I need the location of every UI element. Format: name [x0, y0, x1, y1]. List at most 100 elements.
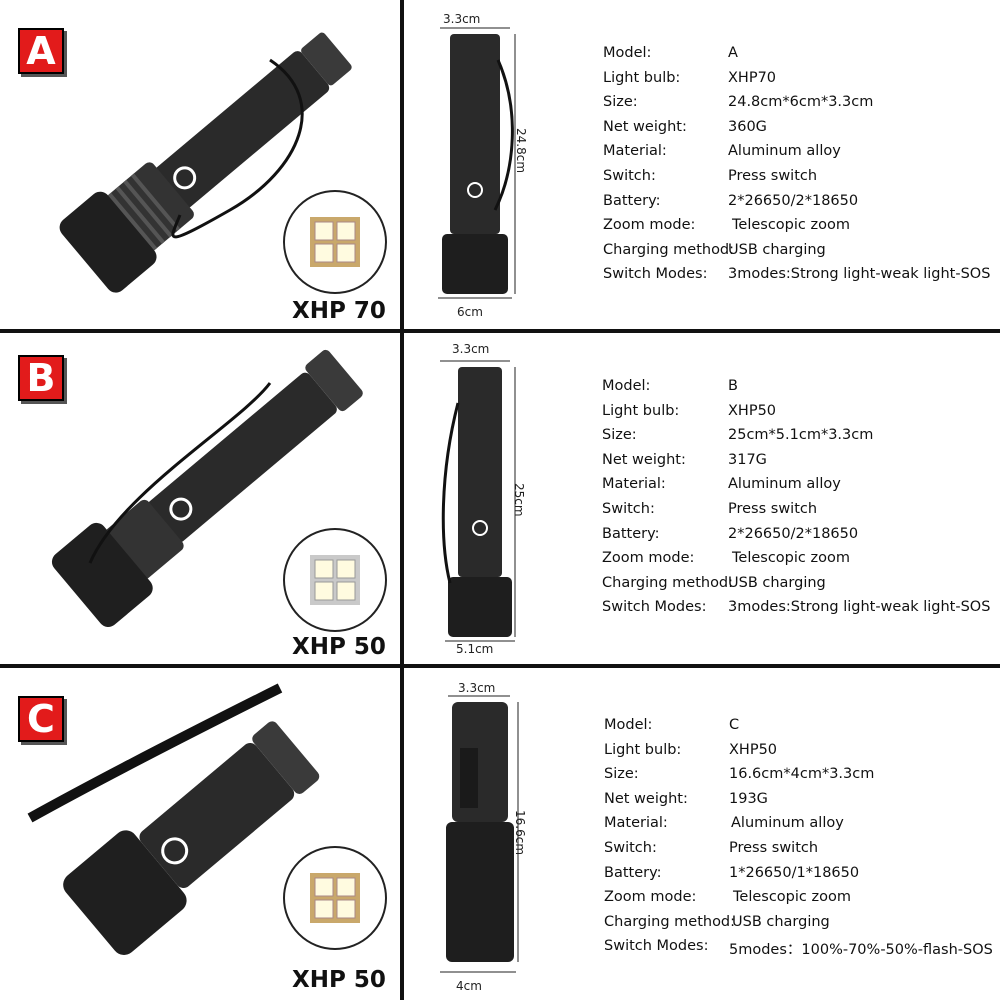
spec-value: XHP70: [728, 69, 777, 86]
model-badge: B: [18, 355, 64, 401]
spec-list: Model:A Light bulb:XHP70 Size:24.8cm*6cm…: [603, 45, 993, 291]
flashlight-a-photo: [59, 32, 352, 293]
spec-value: Aluminum alloy: [731, 815, 844, 832]
led-chip-circle: [283, 528, 387, 632]
led-chip-icon: [310, 555, 360, 605]
spec-key: Model:: [602, 378, 651, 394]
spec-row: Switch Modes:5modes：100%-70%-50%-flash-S…: [604, 938, 996, 963]
spec-key: Light bulb:: [604, 741, 682, 758]
product-row-a: A XHP 70: [0, 0, 1000, 329]
led-chip-icon: [310, 217, 360, 267]
row-divider-1: [0, 329, 1000, 333]
spec-key: Switch:: [604, 839, 657, 856]
spec-value: Aluminum alloy: [728, 476, 841, 493]
spec-row: Charging method:USB charging: [602, 575, 992, 600]
spec-list: Model: B Light bulb:XHP50 Size: 25cm*5.1cm…: [602, 378, 992, 624]
spec-value: 2*26650/2*18650: [728, 525, 859, 542]
spec-row: Model:A: [603, 45, 993, 70]
spec-row: Switch: Press switch: [603, 168, 993, 193]
flashlight-b-photo: [51, 349, 363, 627]
spec-value: B: [728, 378, 738, 394]
spec-key: Switch:: [603, 167, 656, 184]
spec-key: Battery:: [602, 525, 660, 542]
spec-key: Size:: [604, 766, 639, 783]
flashlight-b-vertical: [440, 360, 516, 642]
spec-value: 25cm*5.1cm*3.3cm: [728, 427, 874, 444]
spec-key: Material:: [603, 143, 667, 160]
dim-bottom: 4cm: [456, 979, 482, 993]
spec-value: Press switch: [729, 839, 819, 856]
spec-row: Material: Aluminum alloy: [602, 476, 992, 501]
spec-value: USB charging: [728, 574, 826, 591]
spec-row: Zoom mode: Telescopic zoom: [603, 217, 993, 242]
led-chip-icon: [310, 873, 360, 923]
spec-value: 1*26650/1*18650: [729, 864, 860, 881]
spec-value: 3modes:Strong light-weak light-SOS: [728, 599, 991, 616]
spec-value: Telescopic zoom: [733, 889, 851, 906]
spec-key: Light bulb:: [602, 402, 680, 419]
spec-key: Charging method:: [603, 241, 735, 258]
spec-row: Net weight:193G: [604, 791, 996, 816]
dim-top: 3.3cm: [452, 342, 490, 356]
spec-value: 5modes：100%-70%-50%-flash-SOS: [729, 942, 993, 959]
spec-value: USB charging: [732, 913, 830, 930]
spec-key: Model:: [603, 45, 652, 61]
dim-bottom: 6cm: [457, 305, 483, 319]
flashlight-c-photo: [27, 683, 320, 955]
spec-row: Light bulb:XHP50: [602, 403, 992, 428]
spec-key: Model:: [604, 717, 653, 733]
spec-value: 16.6cm*4cm*3.3cm: [729, 766, 875, 783]
spec-row: Net weight:317G: [602, 452, 992, 477]
spec-key: Switch Modes:: [602, 599, 707, 616]
spec-row: Charging method:USB charging: [604, 914, 996, 939]
product-row-c: C XHP 50 3.3cm 16.6cm 4cm Model:C Li: [0, 668, 1000, 1000]
spec-key: Light bulb:: [603, 69, 681, 86]
spec-list: Model:C Light bulb:XHP50 Size: 16.6cm*4cm…: [604, 717, 996, 963]
spec-key: Charging method:: [604, 913, 736, 930]
dim-bottom: 5.1cm: [456, 642, 494, 656]
spec-value: Telescopic zoom: [732, 217, 850, 234]
spec-key: Size:: [602, 427, 637, 444]
spec-row: Zoom mode: Telescopic zoom: [604, 889, 996, 914]
spec-row: Battery: 2*26650/2*18650: [602, 526, 992, 551]
spec-row: Material:Aluminum alloy: [604, 815, 996, 840]
spec-row: Battery:2*26650/2*18650: [603, 193, 993, 218]
spec-row: Light bulb:XHP50: [604, 742, 996, 767]
spec-row: Switch: Press switch: [604, 840, 996, 865]
spec-row: Model: B: [602, 378, 992, 403]
spec-row: Switch Modes: 3modes:Strong light-weak li…: [602, 599, 992, 624]
dim-side: 16.6cm: [513, 810, 527, 856]
spec-row: Charging method:USB charging: [603, 242, 993, 267]
model-badge: A: [18, 28, 64, 74]
spec-value: Press switch: [728, 167, 818, 184]
spec-row: Material:Aluminum alloy: [603, 143, 993, 168]
spec-value: 193G: [729, 790, 768, 807]
spec-key: Switch Modes:: [603, 266, 708, 283]
spec-key: Zoom mode:: [604, 889, 697, 906]
spec-key: Size:: [603, 94, 638, 111]
dim-side: 25cm: [512, 483, 526, 517]
column-divider: [400, 0, 404, 1000]
dim-top: 3.3cm: [443, 12, 481, 26]
spec-row: Zoom mode:Telescopic zoom: [602, 550, 992, 575]
bulb-label: XHP 70: [292, 298, 386, 324]
spec-row: Size: 16.6cm*4cm*3.3cm: [604, 766, 996, 791]
dim-top: 3.3cm: [458, 681, 496, 695]
bulb-label: XHP 50: [292, 634, 386, 660]
model-badge: C: [18, 696, 64, 742]
spec-row: Model:C: [604, 717, 996, 742]
spec-row: Switch Modes:3modes:Strong light-weak li…: [603, 266, 993, 291]
spec-key: Material:: [602, 476, 666, 493]
spec-key: Battery:: [604, 864, 662, 881]
spec-value: Press switch: [728, 500, 818, 517]
spec-key: Charging method:: [602, 574, 734, 591]
spec-value: USB charging: [728, 241, 826, 258]
spec-key: Zoom mode:: [603, 217, 696, 234]
dim-side: 24.8cm: [514, 128, 528, 174]
spec-row: Battery: 1*26650/1*18650: [604, 865, 996, 890]
spec-value: 2*26650/2*18650: [728, 192, 859, 209]
spec-value: 317G: [728, 451, 767, 468]
spec-key: Net weight:: [603, 118, 687, 135]
led-chip-circle: [283, 846, 387, 950]
flashlight-c-vertical: [440, 695, 519, 973]
